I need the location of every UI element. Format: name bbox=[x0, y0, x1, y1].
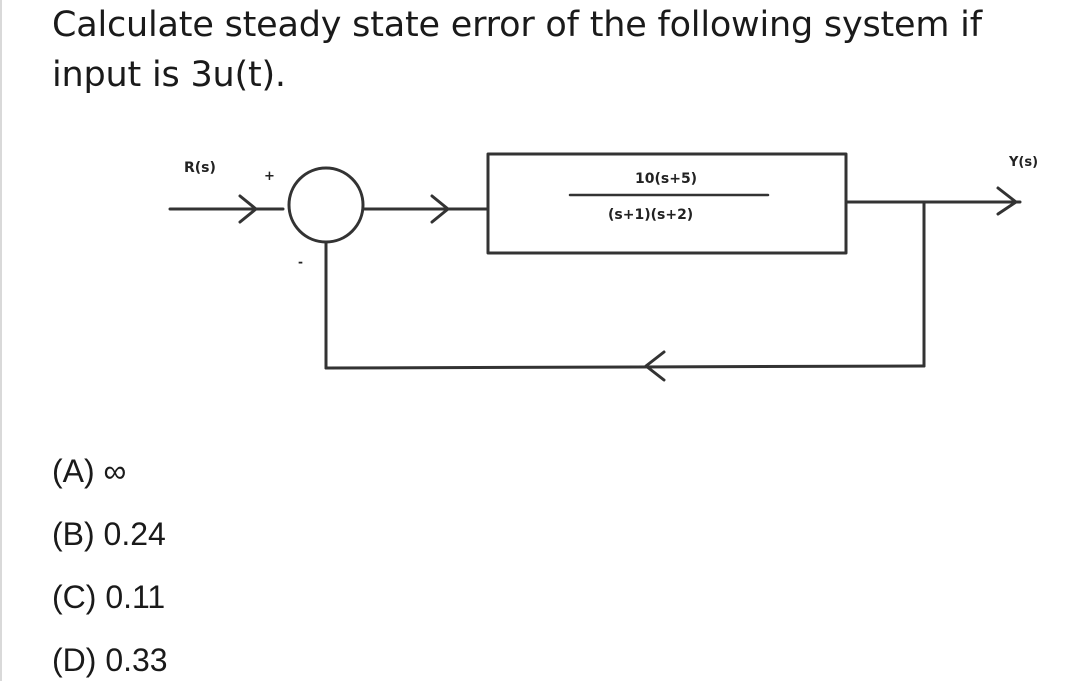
tf-numerator: 10(s+5) bbox=[635, 171, 697, 187]
option-c[interactable]: (C) 0.11 bbox=[52, 579, 166, 615]
option-a[interactable]: (A) ∞ bbox=[52, 453, 127, 489]
tf-denominator: (s+1)(s+2) bbox=[608, 207, 693, 223]
transfer-function-block bbox=[486, 152, 848, 255]
forward-arrowhead bbox=[430, 194, 450, 224]
input-arrowhead bbox=[238, 194, 258, 224]
output-arrowhead bbox=[996, 186, 1018, 216]
option-d[interactable]: (D) 0.33 bbox=[52, 642, 168, 678]
summing-junction bbox=[287, 166, 365, 244]
option-b[interactable]: (B) 0.24 bbox=[52, 516, 166, 552]
output-label: Y(s) bbox=[1008, 155, 1038, 170]
question-text: Calculate steady state error of the foll… bbox=[52, 5, 982, 95]
feedback-arrowhead bbox=[644, 350, 666, 382]
sum-plus-sign: + bbox=[264, 169, 275, 184]
left-border bbox=[0, 0, 2, 681]
feedback-bottom bbox=[324, 364, 926, 370]
sum-minus-sign: - bbox=[298, 255, 303, 269]
input-label: R(s) bbox=[184, 160, 216, 176]
answer-options: (A) ∞ (B) 0.24 (C) 0.11 (D) 0.33 bbox=[52, 440, 168, 692]
